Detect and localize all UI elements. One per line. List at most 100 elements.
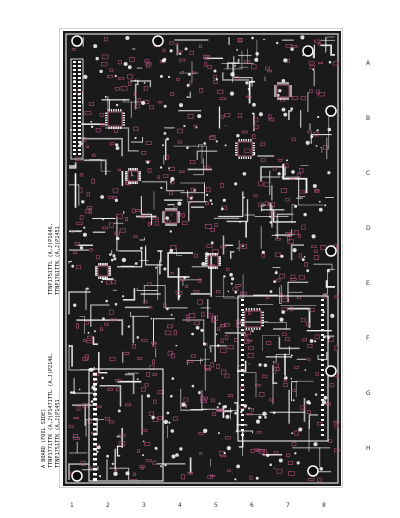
via (125, 471, 130, 476)
via (134, 262, 138, 265)
module-pin (321, 339, 324, 341)
via (99, 69, 103, 74)
ic-pin (122, 112, 125, 114)
drawing-frame (59, 28, 343, 488)
ic-pin (125, 174, 128, 176)
ic-pin (287, 82, 289, 85)
trace (291, 381, 298, 402)
ic-pin (252, 151, 255, 154)
mounting-hole (325, 365, 337, 377)
connector-pin (93, 373, 97, 376)
ic-pin (245, 327, 247, 330)
via (327, 171, 331, 175)
component-pad (170, 91, 175, 96)
via (300, 35, 305, 40)
via (225, 414, 230, 419)
trace (229, 251, 235, 259)
ic-pin (274, 95, 277, 97)
via (142, 440, 145, 443)
component-pad (95, 255, 100, 260)
via (298, 427, 303, 432)
via (269, 221, 273, 224)
component-pad (114, 87, 120, 91)
ic-pin (138, 171, 141, 173)
ic-pin (131, 168, 133, 171)
component-pad (145, 141, 152, 145)
ic-pin (115, 126, 117, 129)
component-pad (74, 242, 80, 246)
via (209, 199, 213, 202)
component-pad (199, 88, 204, 93)
via (258, 112, 263, 117)
mounting-hole (71, 35, 83, 47)
connector-pin (78, 129, 81, 131)
via (284, 376, 288, 380)
connector-pin (73, 105, 76, 107)
component-pad (253, 194, 258, 197)
ic-pin (117, 126, 120, 129)
module-pin (321, 429, 324, 431)
trace (76, 319, 124, 336)
component-pad (309, 64, 315, 69)
via (291, 170, 295, 174)
via (183, 124, 186, 128)
component-pad (108, 222, 114, 228)
via (141, 101, 146, 105)
component-pad (144, 59, 150, 63)
trace (99, 385, 122, 407)
component-pad (144, 383, 149, 387)
trace (139, 245, 149, 261)
component-pad (308, 61, 315, 65)
module-pin (321, 304, 324, 306)
via (117, 409, 121, 413)
connector-pin (78, 61, 81, 63)
component-pad (88, 208, 93, 214)
component-pad (148, 306, 153, 309)
mounting-hole (302, 45, 314, 57)
via (193, 189, 196, 192)
ic-pin (131, 181, 133, 184)
component-pad (148, 222, 151, 227)
module-pin (321, 324, 324, 326)
component-pad (120, 85, 128, 91)
trace (295, 380, 314, 397)
trace (298, 180, 324, 206)
connector-pin (78, 101, 81, 103)
component-pad (233, 76, 240, 80)
component-pad (204, 61, 208, 67)
via (261, 250, 265, 254)
component-pad (86, 340, 93, 344)
component-pad (124, 217, 128, 222)
ic-pin (108, 109, 110, 112)
component-pad (204, 365, 210, 370)
via (187, 72, 191, 76)
component-pad (213, 75, 217, 80)
component-pad (166, 155, 170, 160)
via (281, 310, 285, 314)
ic-pin (101, 263, 103, 266)
component-pad (117, 77, 125, 80)
component-pad (103, 37, 108, 42)
component-pad (216, 364, 221, 369)
via (127, 65, 132, 70)
trace (167, 252, 193, 278)
via (309, 339, 314, 343)
ic-pin (128, 181, 130, 184)
ic-pin (247, 156, 250, 159)
component-pad (307, 344, 313, 348)
ic-pin (261, 311, 264, 313)
via (215, 333, 218, 336)
component-pad (269, 211, 276, 217)
trace (226, 199, 249, 223)
connector-pin (93, 378, 97, 381)
connector-pin (93, 448, 97, 451)
component-pad (132, 343, 137, 349)
trace (221, 72, 250, 81)
component-pad (79, 173, 84, 177)
ic-pin (208, 253, 210, 256)
trace (182, 319, 205, 344)
via (90, 125, 94, 128)
grid-row-mark: C (366, 170, 371, 177)
via (277, 172, 281, 176)
via (279, 317, 284, 322)
